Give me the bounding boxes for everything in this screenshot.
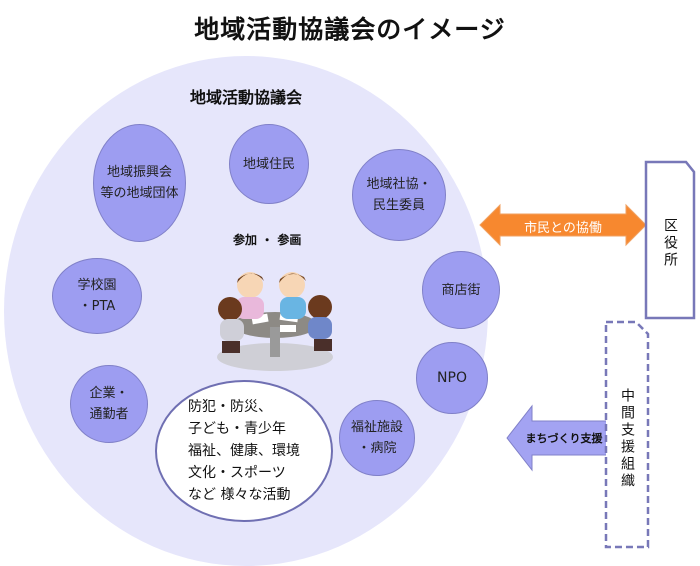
member-label: 企業・	[89, 386, 129, 401]
intermediary-label: 中間支援組織	[619, 388, 635, 490]
member-npo: NPO	[416, 342, 488, 414]
member-label: ・PTA	[78, 299, 116, 314]
member-residents: 地域住民	[229, 124, 309, 204]
support-arrow-label: まちづくり支援	[525, 432, 603, 445]
member-label: 学校園	[77, 278, 117, 293]
member-label: NPO	[437, 369, 467, 386]
participation-label: 参加 ・ 参画	[233, 233, 302, 247]
member-label: 民生委員	[372, 198, 425, 213]
activity-line: 福祉、健康、環境	[188, 443, 300, 459]
member-label: 地域振興会	[106, 165, 172, 180]
member-label: 通勤者	[89, 407, 129, 422]
member-label: 福祉施設	[350, 420, 403, 435]
meeting-illustration	[217, 272, 333, 371]
member-schools-pta: 学校園・PTA	[52, 258, 142, 334]
activity-line: 文化・スポーツ	[188, 465, 286, 481]
diagram-title: 地域活動協議会のイメージ	[194, 15, 506, 44]
intermediary-box: 中間支援組織	[605, 388, 649, 498]
member-companies: 企業・通勤者	[70, 365, 148, 443]
intermediary-box-shape	[604, 320, 650, 549]
member-shopping-street: 商店街	[422, 251, 500, 329]
activity-line: など 様々な活動	[188, 487, 291, 503]
member-label: 地域社協・	[366, 177, 432, 192]
member-community-groups: 地域振興会等の地域団体	[93, 124, 186, 242]
ward-office-label: 区役所	[662, 218, 678, 269]
member-welfare-facilities: 福祉施設・病院	[339, 400, 415, 476]
council-label: 地域活動協議会	[190, 88, 303, 107]
activity-line: 子ども・青少年	[188, 421, 286, 437]
member-label: 等の地域団体	[100, 186, 179, 201]
activity-line: 防犯・防災、	[188, 399, 272, 415]
ward-office-box-shape	[644, 160, 696, 320]
member-label: ・病院	[357, 441, 397, 456]
member-social-welfare-council: 地域社協・民生委員	[352, 149, 446, 241]
member-label: 商店街	[441, 282, 481, 298]
member-label: 地域住民	[242, 156, 295, 172]
ward-office-box: 区役所	[646, 218, 694, 278]
activities-circle: 防犯・防災、 子ども・青少年 福祉、健康、環境 文化・スポーツ など 様々な活動	[155, 380, 333, 522]
collaboration-arrow-label: 市民との協働	[524, 221, 602, 236]
